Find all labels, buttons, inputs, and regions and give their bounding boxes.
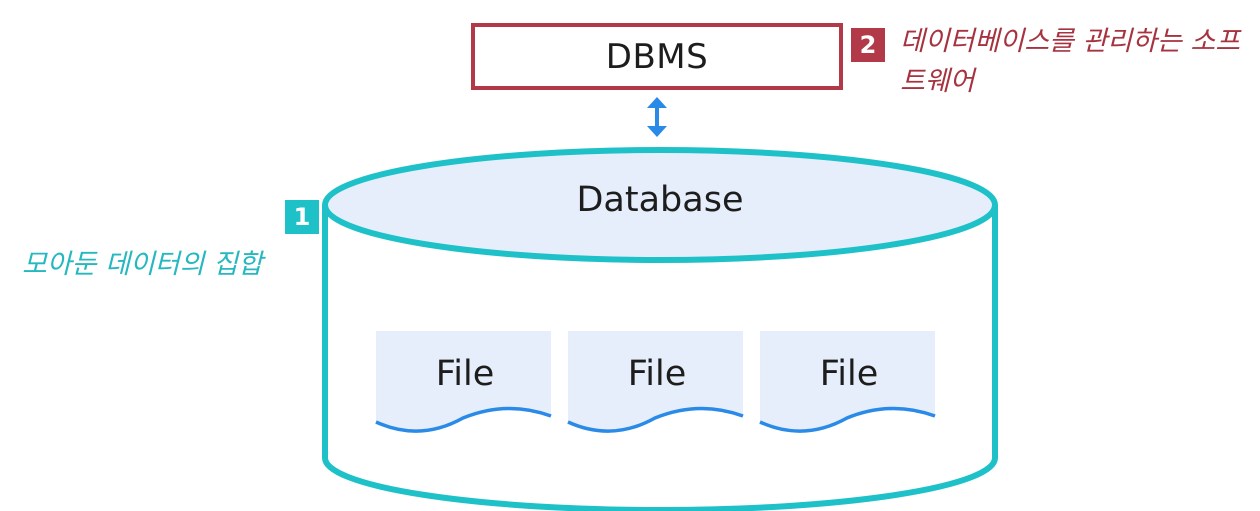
file-label-2: File [627, 354, 687, 394]
dbms-number-badge: 2 [851, 28, 885, 62]
dbms-annotation: 데이터베이스를 관리하는 소프트웨어 [900, 26, 1241, 97]
dbms-box: DBMS [471, 23, 843, 90]
dbms-label: DBMS [605, 36, 709, 77]
file-document-3 [759, 331, 936, 433]
file-document-1 [375, 331, 552, 433]
database-cylinder-top [322, 147, 998, 263]
database-number-badge: 1 [285, 200, 319, 234]
file-document-2 [567, 331, 744, 433]
file-label-1: File [435, 354, 495, 394]
double-arrow-icon [647, 97, 667, 137]
database-annotation: 모아둔 데이터의 집합 [22, 249, 263, 280]
file-label-3: File [819, 354, 879, 394]
database-label: Database [576, 180, 744, 220]
